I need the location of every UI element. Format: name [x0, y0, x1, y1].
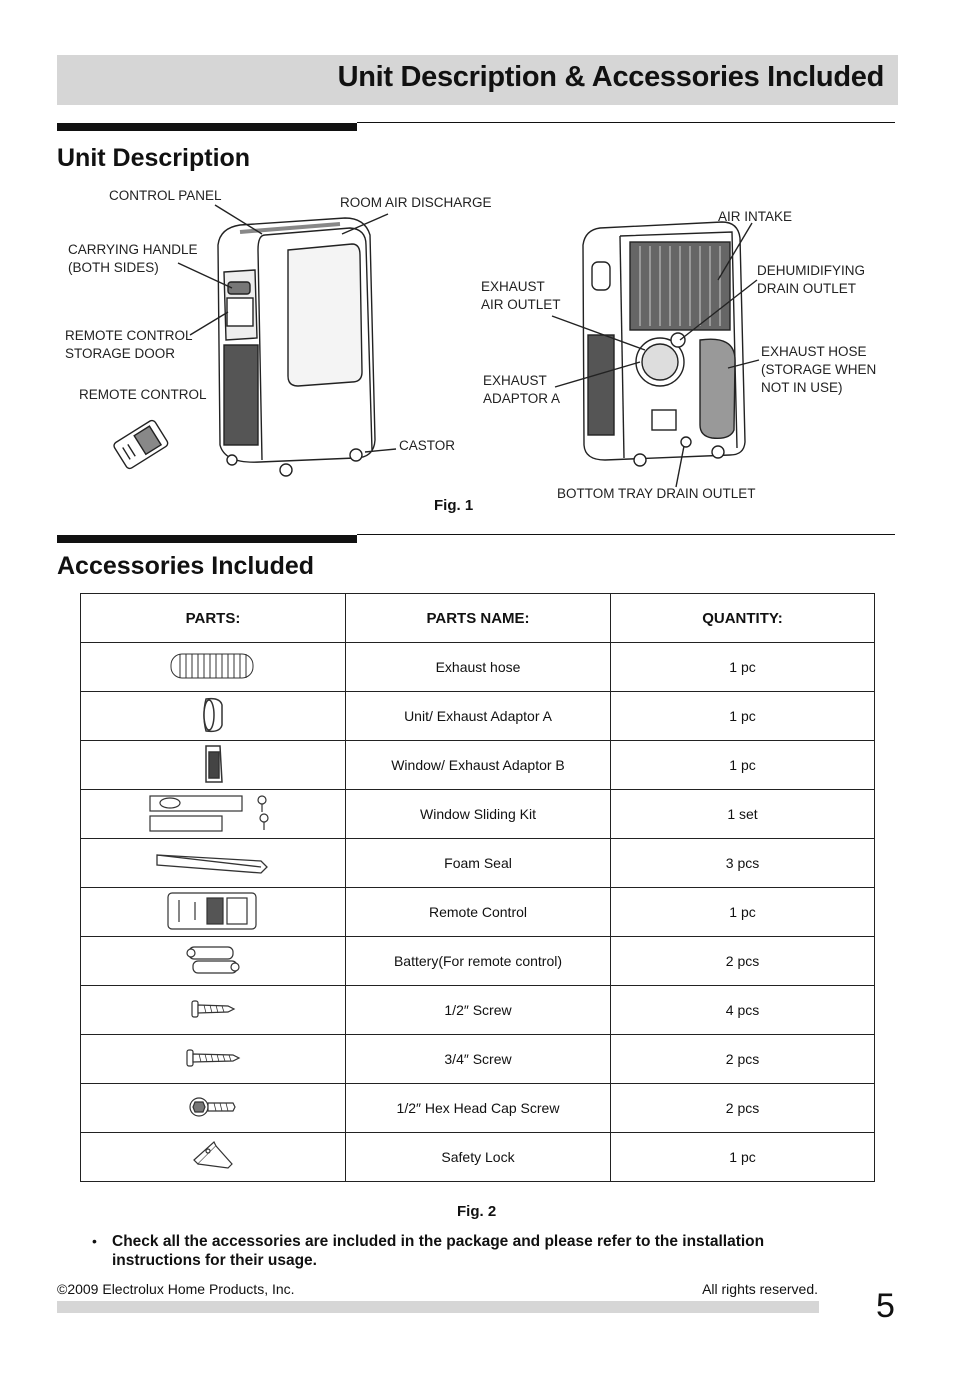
bullet-icon: •: [92, 1233, 97, 1249]
table-row: Window/ Exhaust Adaptor B 1 pc: [80, 740, 875, 790]
table-row: 1/2″ Screw 4 pcs: [80, 985, 875, 1035]
table-row: Safety Lock 1 pc: [80, 1132, 875, 1182]
accessories-table: PARTS: PARTS NAME: QUANTITY: Exhaust hos…: [80, 593, 875, 1182]
foam-seal-icon: [156, 853, 268, 874]
hex-cap-screw-icon: [189, 1096, 236, 1117]
table-row: Unit/ Exhaust Adaptor A 1 pc: [80, 691, 875, 741]
section-divider: [357, 122, 895, 123]
part-name: Exhaust hose: [345, 642, 611, 692]
rights-reserved: All rights reserved.: [702, 1281, 818, 1297]
part-name: Safety Lock: [345, 1132, 611, 1182]
part-qty: 1 pc: [610, 642, 875, 692]
table-row: Remote Control 1 pc: [80, 887, 875, 937]
part-name: 1/2″ Screw: [345, 985, 611, 1035]
exhaust-hose-icon: [170, 653, 254, 678]
label-control-panel: CONTROL PANEL: [109, 188, 222, 203]
footer-bar: [57, 1301, 819, 1313]
section-divider-thick: [57, 123, 357, 131]
part-qty: 1 pc: [610, 740, 875, 790]
part-icon-cell: [80, 1132, 346, 1182]
part-icon-cell: [80, 789, 346, 839]
part-qty: 1 pc: [610, 1132, 875, 1182]
accessories-note: Check all the accessories are included i…: [112, 1233, 765, 1269]
copyright: ©2009 Electrolux Home Products, Inc.: [57, 1281, 295, 1297]
section-divider-thick: [57, 535, 357, 543]
header-parts: PARTS:: [80, 593, 346, 643]
part-icon-cell: [80, 1083, 346, 1133]
part-qty: 2 pcs: [610, 1034, 875, 1084]
label-dehumidifying-drain: DEHUMIDIFYING DRAIN OUTLET: [757, 263, 865, 296]
label-exhaust-adaptor: EXHAUST ADAPTOR A: [483, 373, 561, 406]
part-icon-cell: [80, 740, 346, 790]
part-name: Remote Control: [345, 887, 611, 937]
part-icon-cell: [80, 691, 346, 741]
section-title-unit-description: Unit Description: [57, 144, 251, 172]
part-icon-cell: [80, 838, 346, 888]
part-qty: 4 pcs: [610, 985, 875, 1035]
window-sliding-kit-icon: [149, 794, 269, 832]
section-divider: [357, 534, 895, 535]
unit-diagram: [113, 204, 760, 488]
part-name: Window Sliding Kit: [345, 789, 611, 839]
label-castor: CASTOR: [399, 438, 456, 453]
part-name: 1/2″ Hex Head Cap Screw: [345, 1083, 611, 1133]
header-bar: Unit Description & Accessories Included: [57, 55, 898, 105]
part-name: Battery(For remote control): [345, 936, 611, 986]
part-icon-cell: [80, 936, 346, 986]
part-icon-cell: [80, 985, 346, 1035]
part-icon-cell: [80, 642, 346, 692]
page-title: Unit Description & Accessories Included: [337, 61, 885, 93]
battery-icon: [186, 945, 240, 974]
section-title-accessories: Accessories Included: [57, 552, 315, 580]
label-exhaust-air-outlet: EXHAUST AIR OUTLET: [481, 279, 561, 312]
part-name: Unit/ Exhaust Adaptor A: [345, 691, 611, 741]
header-parts-name: PARTS NAME:: [345, 593, 611, 643]
part-qty: 1 pc: [610, 887, 875, 937]
part-qty: 3 pcs: [610, 838, 875, 888]
part-qty: 1 pc: [610, 691, 875, 741]
table-row: Window Sliding Kit 1 set: [80, 789, 875, 839]
part-name: Foam Seal: [345, 838, 611, 888]
part-qty: 2 pcs: [610, 1083, 875, 1133]
fig-1-caption: Fig. 1: [434, 497, 474, 514]
table-row: 1/2″ Hex Head Cap Screw 2 pcs: [80, 1083, 875, 1133]
fig-2-caption: Fig. 2: [457, 1203, 497, 1220]
table-row: Exhaust hose 1 pc: [80, 642, 875, 692]
label-air-intake: AIR INTAKE: [718, 209, 793, 224]
table-row: Foam Seal 3 pcs: [80, 838, 875, 888]
page-number: 5: [876, 1287, 895, 1325]
remote-control-icon: [167, 891, 257, 930]
part-qty: 1 set: [610, 789, 875, 839]
label-carrying-handle: CARRYING HANDLE (BOTH SIDES): [68, 242, 198, 275]
adaptor-b-icon: [205, 744, 223, 783]
table-header-row: PARTS: PARTS NAME: QUANTITY:: [80, 593, 875, 643]
part-icon-cell: [80, 887, 346, 937]
label-room-air-discharge: ROOM AIR DISCHARGE: [340, 195, 492, 210]
screw-half-icon: [191, 999, 236, 1018]
label-exhaust-hose: EXHAUST HOSE (STORAGE WHEN NOT IN USE): [761, 344, 877, 395]
label-remote-control: REMOTE CONTROL: [79, 387, 207, 402]
part-name: 3/4″ Screw: [345, 1034, 611, 1084]
table-row: Battery(For remote control) 2 pcs: [80, 936, 875, 986]
part-qty: 2 pcs: [610, 936, 875, 986]
label-remote-storage-door: REMOTE CONTROL STORAGE DOOR: [65, 328, 193, 361]
adaptor-a-icon: [203, 697, 223, 732]
header-quantity: QUANTITY:: [610, 593, 875, 643]
part-icon-cell: [80, 1034, 346, 1084]
part-name: Window/ Exhaust Adaptor B: [345, 740, 611, 790]
table-row: 3/4″ Screw 2 pcs: [80, 1034, 875, 1084]
screw-three-quarter-icon: [186, 1048, 241, 1067]
label-bottom-tray-drain: BOTTOM TRAY DRAIN OUTLET: [557, 486, 756, 501]
safety-lock-icon: [193, 1140, 233, 1169]
